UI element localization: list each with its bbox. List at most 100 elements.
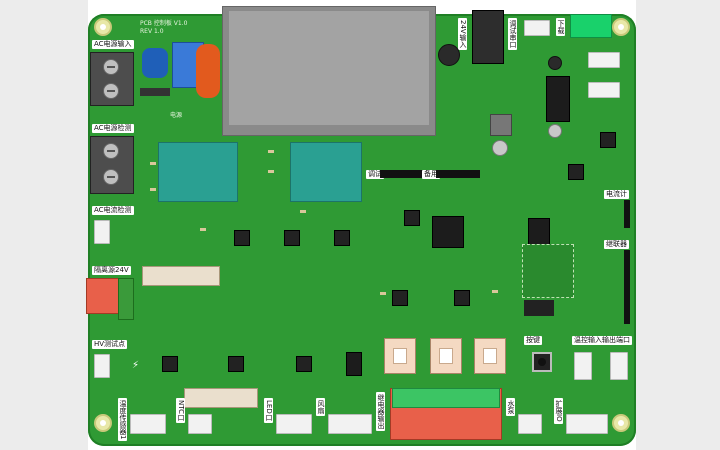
bottom-ic-2 (228, 356, 244, 372)
bottom-ic-3 (296, 356, 312, 372)
right-background (636, 0, 720, 450)
label-led-port: LED口 (264, 398, 273, 423)
label-ntc: NTC口 (176, 398, 185, 423)
label-key-input: 按键 (524, 336, 542, 345)
mounting-hole-tl (94, 18, 112, 36)
label-isolated-24v: 隔离源24V (92, 266, 131, 275)
dip-switch[interactable] (524, 300, 554, 316)
power-silk-label: 电源 (170, 112, 183, 119)
label-24v-input: 24V输入 (458, 18, 467, 50)
label-pump: 水泵 (506, 398, 515, 416)
bottom-ic-4 (346, 352, 362, 376)
opto-ic-3 (334, 230, 350, 246)
label-debug-swd: 调试 (366, 170, 384, 179)
small-cap (548, 56, 562, 70)
label-hv-test: HV测试点 (92, 340, 128, 349)
small-cap-2 (548, 124, 562, 138)
top-right-connector-2[interactable] (588, 82, 620, 98)
relay-2 (290, 142, 362, 202)
external-io-connector[interactable] (566, 414, 608, 434)
label-relay-output: 继电器输出 (376, 392, 385, 431)
resistor (150, 188, 156, 191)
mounting-hole-tr (612, 18, 630, 36)
resistor (150, 162, 156, 165)
left-background (0, 0, 88, 450)
regulator-ic (546, 76, 570, 122)
isolated-24v-terminal[interactable] (86, 278, 122, 314)
x-capacitor (142, 48, 168, 78)
bottom-fuse-holder (184, 388, 258, 408)
ac-current-connector[interactable] (94, 220, 110, 244)
resistor (200, 228, 206, 231)
resistor (300, 210, 306, 213)
inductor (490, 114, 512, 136)
push-button[interactable] (532, 352, 552, 372)
driver-ic-2 (454, 290, 470, 306)
debug-connector[interactable] (524, 20, 550, 36)
opto-ic-1 (234, 230, 250, 246)
mounting-hole-br (612, 414, 630, 432)
download-terminal[interactable] (570, 14, 612, 38)
mcu-chip (432, 216, 464, 248)
label-ac-current-detect: AC电流检测 (92, 206, 134, 215)
lightning-bolt-icon: ⚡ (132, 360, 140, 371)
label-temp-sensor-1: 温度传感器1 (118, 398, 127, 442)
cascade-header[interactable] (624, 250, 630, 324)
bottom-ic-1 (162, 356, 178, 372)
driver-ic-3 (568, 164, 584, 180)
swd-header[interactable] (380, 170, 424, 178)
label-temp-ctrl-io: 温控输入输出端口 (572, 336, 632, 345)
temp-io-connector-1[interactable] (574, 352, 592, 380)
fuse (140, 88, 170, 96)
relay-output-terminal-top (392, 388, 500, 408)
label-debug-port: 调试串口 (508, 18, 517, 50)
resistor (380, 292, 386, 295)
dc-barrel-jack[interactable] (472, 10, 504, 64)
screw-icon (103, 143, 119, 159)
isolated-24v-header (118, 278, 134, 320)
resistor (268, 150, 274, 153)
ac-power-in-terminal[interactable] (90, 52, 134, 106)
temp-sensor-1-connector[interactable] (130, 414, 166, 434)
top-right-connector-1[interactable] (588, 52, 620, 68)
resistor-network (522, 244, 574, 298)
current-mon-header[interactable] (624, 200, 630, 228)
optocoupler-2 (430, 338, 462, 374)
pump-connector[interactable] (518, 414, 542, 434)
screw-icon (103, 169, 119, 185)
spare-header[interactable] (436, 170, 480, 178)
label-fan: 风扇 (316, 398, 325, 416)
relay-1 (158, 142, 238, 202)
board-rev-text: REV 1.0 (140, 28, 164, 35)
ic-right (528, 218, 550, 246)
resistor (268, 170, 274, 173)
resistor (492, 290, 498, 293)
optocoupler-1 (384, 338, 416, 374)
screw-icon (103, 83, 119, 99)
label-ac-power-detect: AC电源检测 (92, 124, 134, 133)
label-current-mon: 电流计 (604, 190, 629, 199)
hv-test-connector[interactable] (94, 354, 110, 378)
transformer (222, 6, 436, 136)
electrolytic-cap (438, 44, 460, 66)
optocoupler-3 (474, 338, 506, 374)
ac-detect-terminal[interactable] (90, 136, 134, 194)
led-connector[interactable] (276, 414, 312, 434)
driver-ic-1 (392, 290, 408, 306)
ntc-connector[interactable] (188, 414, 212, 434)
board-header-text: PCB 控制板 V1.0 (140, 20, 188, 27)
screw-icon (103, 59, 119, 75)
temp-io-connector-2[interactable] (610, 352, 628, 380)
mounting-hole-bl (94, 414, 112, 432)
small-cap-3 (492, 140, 508, 156)
opto-ic-2 (284, 230, 300, 246)
label-download: 下载 (556, 18, 565, 36)
label-ac-power-in: AC电源输入 (92, 40, 134, 49)
label-current-mon-mid: 备用 (422, 170, 440, 179)
fuse-holder (142, 266, 220, 286)
label-external-io: 扩展IO (554, 398, 563, 424)
label-cascade-bus: 继联器 (604, 240, 629, 249)
varistor (196, 44, 220, 98)
small-ic (404, 210, 420, 226)
fan-connector[interactable] (328, 414, 372, 434)
